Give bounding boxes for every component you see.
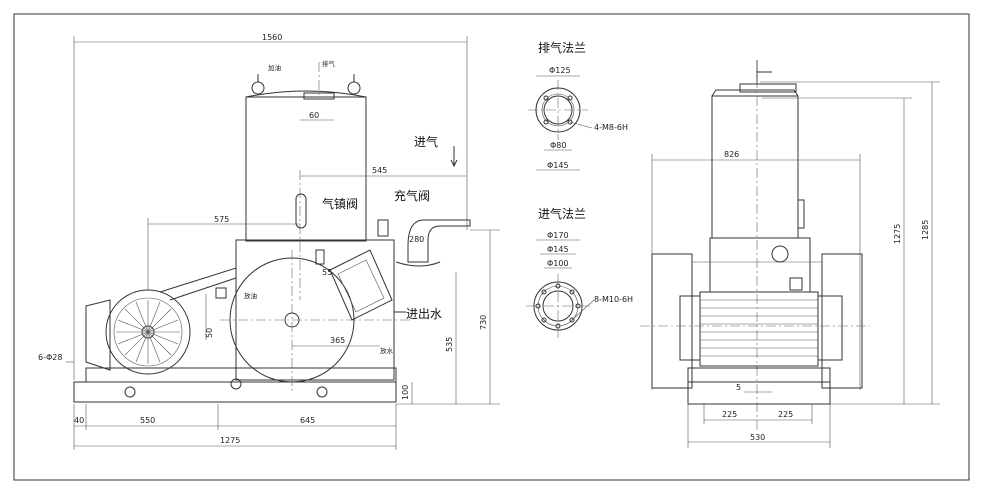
side-dim-1275: 1275 — [893, 224, 902, 244]
label-fill-valve: 充气阀 — [394, 188, 430, 203]
intake-d-pcd: Φ145 — [547, 245, 569, 254]
side-view: 826 1275 128 — [640, 60, 940, 448]
exhaust-flange-view: 排气法兰 Φ125 4-M8-6H Φ80 Φ145 — [528, 40, 628, 171]
side-dim-225-right: 225 — [778, 410, 793, 419]
dim-550: 550 — [140, 416, 155, 425]
side-motor — [699, 291, 819, 367]
base-frame — [73, 381, 397, 403]
dim-535: 535 — [445, 337, 454, 352]
dim-55: 55 — [322, 268, 332, 277]
dim-545: 545 — [372, 166, 387, 175]
label-water: 进出水 — [406, 307, 442, 321]
dim-holes: 6-Φ28 — [38, 353, 62, 362]
label-drain-oil: 放油 — [244, 291, 257, 300]
front-view: 1560 加油 排气 60 545 进气 气镇阀 充气阀 575 — [38, 33, 500, 450]
label-fill-oil: 加油 — [268, 63, 281, 72]
pump-body — [235, 239, 395, 381]
label-exhaust: 排气 — [322, 59, 336, 68]
drawing-border — [13, 13, 970, 481]
exhaust-d-pcd: Φ145 — [547, 161, 569, 170]
intake-thread: 8-M10-6H — [594, 295, 633, 304]
exhaust-tank — [245, 96, 367, 242]
dim-40: 40 — [74, 416, 84, 425]
intake-d-inner: Φ100 — [547, 259, 569, 268]
dim-overall-width: 1560 — [262, 33, 282, 42]
intake-flange-view: 进气法兰 Φ170 Φ145 Φ100 8-M10-6H — [526, 206, 633, 338]
exhaust-d-outer: Φ125 — [549, 66, 571, 75]
dim-280: 280 — [409, 235, 424, 244]
dim-50: 50 — [205, 328, 214, 338]
dim-645: 645 — [300, 416, 315, 425]
label-drain-water: 放水 — [380, 346, 394, 355]
label-intake: 进气 — [414, 134, 438, 149]
side-dim-826: 826 — [724, 150, 739, 159]
side-dim-530: 530 — [750, 433, 765, 442]
dim-575: 575 — [214, 215, 229, 224]
dim-730: 730 — [479, 315, 488, 330]
dim-1275: 1275 — [220, 436, 240, 445]
exhaust-d-inner: Φ80 — [550, 141, 566, 150]
dim-100: 100 — [401, 385, 410, 400]
intake-d-outer: Φ170 — [547, 231, 569, 240]
motor-pulley — [105, 289, 191, 375]
dim-365: 365 — [330, 336, 345, 345]
exhaust-thread: 4-M8-6H — [594, 123, 628, 132]
side-base — [687, 381, 831, 405]
side-dim-1285: 1285 — [921, 220, 930, 240]
side-dim-225-left: 225 — [722, 410, 737, 419]
dim-60: 60 — [309, 111, 319, 120]
exhaust-flange-title: 排气法兰 — [538, 40, 586, 55]
side-dim-5: 5 — [736, 383, 741, 392]
intake-flange-title: 进气法兰 — [538, 206, 586, 221]
label-gas-ballast: 气镇阀 — [322, 196, 358, 211]
